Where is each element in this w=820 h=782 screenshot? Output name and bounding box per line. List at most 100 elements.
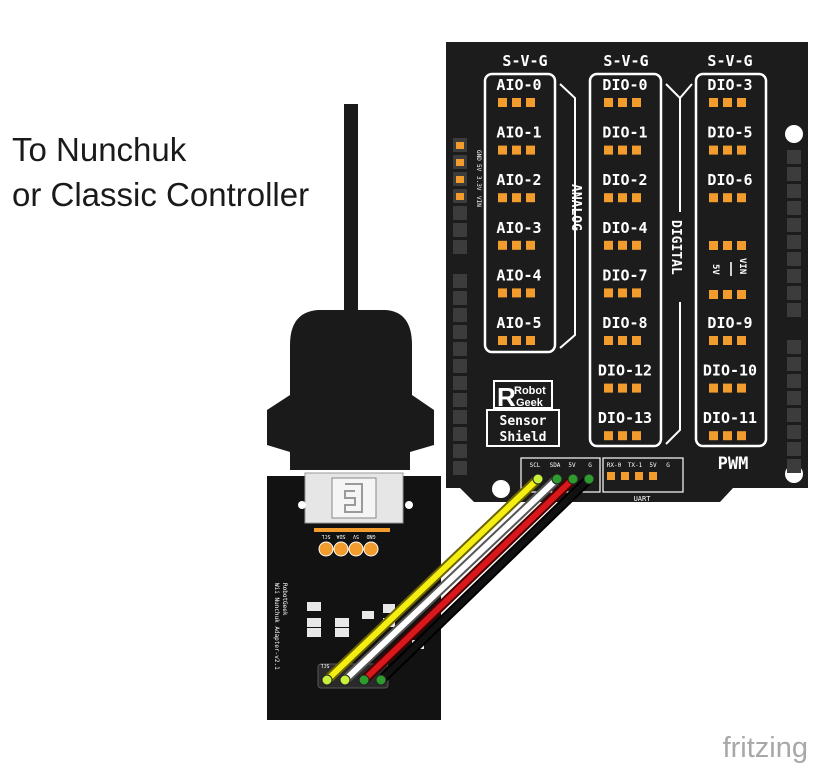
pin-pad bbox=[632, 383, 641, 393]
pin-pad bbox=[526, 240, 535, 250]
header-pad bbox=[456, 142, 464, 149]
smd-part bbox=[335, 618, 349, 627]
pin-pad bbox=[526, 288, 535, 298]
digital-label-bg bbox=[672, 212, 688, 302]
scl-wire bbox=[324, 476, 541, 683]
power-pad bbox=[723, 241, 732, 250]
pin-label: AIO-5 bbox=[496, 314, 541, 332]
header-socket bbox=[453, 359, 467, 373]
column-header-digital-1: S-V-G bbox=[603, 52, 648, 70]
adapter-pin-label: 5V bbox=[353, 533, 359, 539]
pin-pad bbox=[498, 193, 507, 203]
pin-pad bbox=[618, 383, 627, 393]
header-socket bbox=[787, 408, 801, 422]
sensor-shield-frame bbox=[486, 409, 560, 447]
pin-pad bbox=[526, 98, 535, 107]
i2c-pin-label: 5V bbox=[568, 462, 576, 469]
header-socket bbox=[787, 269, 801, 283]
pin-pad bbox=[604, 145, 613, 155]
vin-label: VIN bbox=[737, 258, 747, 274]
side-label: GND bbox=[475, 150, 482, 161]
pin-pad bbox=[723, 383, 732, 393]
pin-pad bbox=[512, 336, 521, 345]
header-socket bbox=[453, 342, 467, 356]
pin-pad bbox=[526, 145, 535, 155]
digital-pin-list-1: DIO-0DIO-1DIO-2DIO-4DIO-7DIO-8DIO-12DIO-… bbox=[598, 76, 652, 441]
pin-pad bbox=[498, 336, 507, 345]
pin-pad bbox=[709, 193, 718, 203]
pin-label: DIO-7 bbox=[602, 266, 647, 284]
pin-label: DIO-1 bbox=[602, 124, 647, 142]
pin-label: AIO-1 bbox=[496, 124, 541, 142]
pin-pad bbox=[737, 431, 746, 441]
logo-geek: Geek bbox=[516, 397, 544, 409]
pin-pad bbox=[618, 193, 627, 203]
pin-pad bbox=[723, 145, 732, 155]
pin-pad bbox=[709, 145, 718, 155]
header-socket bbox=[787, 252, 801, 266]
pin-pad bbox=[526, 336, 535, 345]
pin-pad bbox=[737, 98, 746, 107]
power-pad bbox=[709, 290, 718, 299]
pin-label: DIO-5 bbox=[707, 124, 752, 142]
logo-robot: Robot bbox=[514, 385, 546, 397]
smd-part bbox=[307, 628, 321, 637]
analog-pin-group bbox=[483, 72, 557, 354]
pin-pad bbox=[632, 98, 641, 107]
caption-line-2: or Classic Controller bbox=[12, 176, 309, 213]
header-socket bbox=[787, 235, 801, 249]
adapter-pin bbox=[348, 541, 364, 557]
pin-pad bbox=[709, 431, 718, 441]
header-socket bbox=[453, 376, 467, 390]
side-power-labels: GND 5V 3.3V VIN bbox=[475, 150, 482, 207]
right-header-strip bbox=[787, 150, 801, 473]
adapter-hole bbox=[298, 501, 306, 509]
pin-pad bbox=[512, 145, 521, 155]
pin-pad bbox=[709, 383, 718, 393]
pin-label: DIO-9 bbox=[707, 314, 752, 332]
pin-pad bbox=[526, 193, 535, 203]
header-socket bbox=[453, 240, 467, 254]
header-socket bbox=[787, 303, 801, 317]
header-socket bbox=[453, 223, 467, 237]
wire-bundle bbox=[321, 473, 595, 686]
logo-r-glyph: R bbox=[497, 382, 516, 412]
logo-frame bbox=[493, 380, 553, 409]
pin-pad bbox=[723, 336, 732, 345]
nunchuk-cable bbox=[344, 104, 358, 319]
header-socket bbox=[787, 218, 801, 232]
pin-pad bbox=[618, 431, 627, 441]
digital-bracket-right bbox=[679, 83, 693, 99]
pin-pad bbox=[604, 193, 613, 203]
header-socket bbox=[787, 286, 801, 300]
header-socket bbox=[453, 393, 467, 407]
pin-pad bbox=[737, 336, 746, 345]
adapter-pin bbox=[318, 541, 334, 557]
adapter-pin-label: SDA bbox=[336, 533, 345, 539]
pin-label: DIO-4 bbox=[602, 219, 647, 237]
header-pad bbox=[456, 193, 464, 200]
pin-pad bbox=[618, 288, 627, 298]
uart-label: UART bbox=[634, 495, 652, 503]
socket-key bbox=[344, 483, 363, 513]
column-header-digital-2: S-V-G bbox=[707, 52, 752, 70]
logo-sensor: Sensor bbox=[500, 414, 547, 429]
header-socket bbox=[787, 425, 801, 439]
pin-label: DIO-6 bbox=[707, 171, 752, 189]
pin-label: DIO-3 bbox=[707, 76, 752, 94]
uart-frame bbox=[602, 457, 684, 493]
pin-pad bbox=[512, 98, 521, 107]
pin-label: DIO-2 bbox=[602, 171, 647, 189]
five-v-label: 5V bbox=[710, 264, 720, 275]
fritzing-watermark: fritzing bbox=[723, 732, 808, 764]
digital-pin-group-1 bbox=[588, 72, 663, 448]
pin-pad bbox=[618, 240, 627, 250]
smd-part bbox=[307, 602, 321, 611]
pin-pad bbox=[498, 98, 507, 107]
pin-pad bbox=[498, 145, 507, 155]
header-socket bbox=[453, 291, 467, 305]
pin-pad bbox=[632, 336, 641, 345]
left-header-strip bbox=[453, 138, 467, 475]
